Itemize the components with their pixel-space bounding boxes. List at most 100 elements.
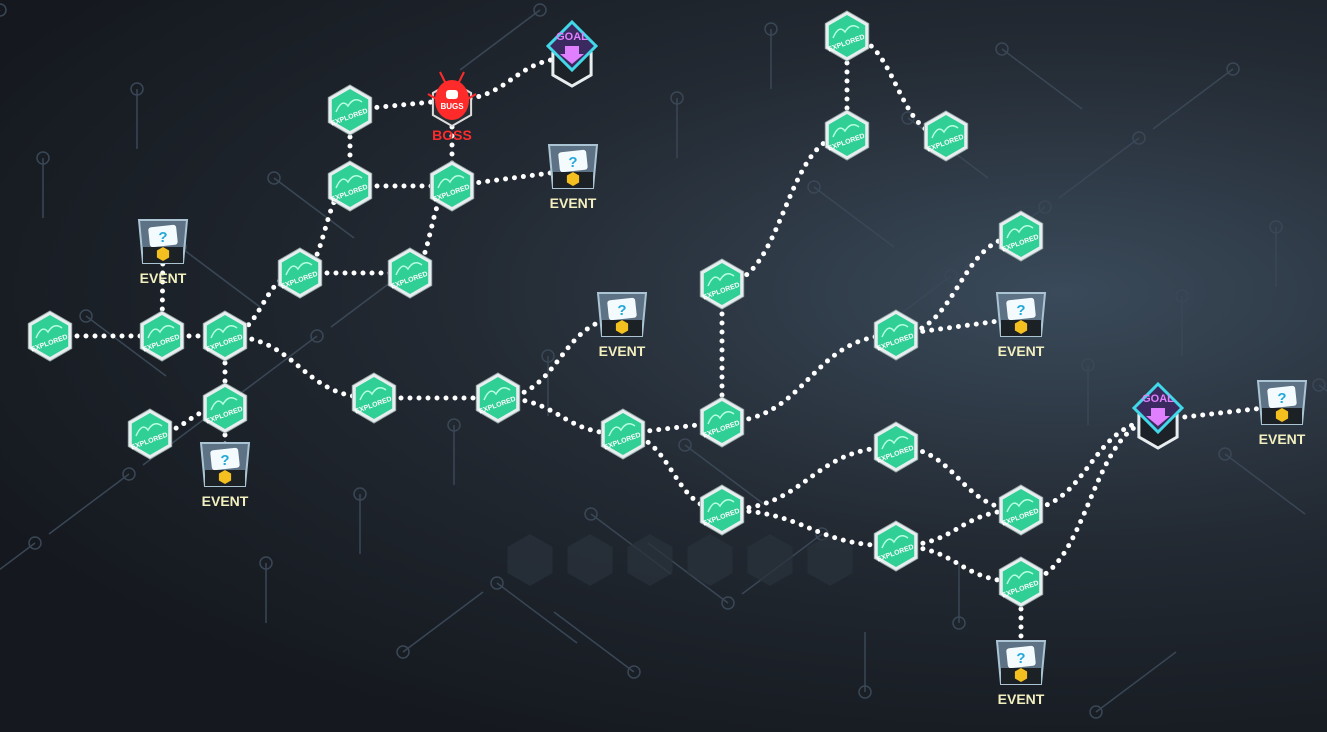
map-icon — [35, 325, 63, 339]
gem-icon — [218, 470, 232, 484]
circuit-node — [130, 82, 144, 96]
explored-node[interactable]: EXPLORED — [27, 310, 73, 362]
explored-node[interactable]: EXPLORED — [998, 484, 1044, 536]
explored-node[interactable]: EXPLORED — [387, 247, 433, 299]
explored-node[interactable]: EXPLORED — [998, 210, 1044, 262]
question-icon: ? — [1016, 650, 1025, 667]
circuit-line — [1152, 68, 1234, 130]
bug-icon — [435, 80, 469, 120]
path-n25-g2 — [1018, 417, 1161, 585]
circuit-node — [627, 665, 641, 679]
circuit-node — [310, 329, 324, 343]
background-hexagon — [807, 534, 853, 586]
circuit-line — [553, 611, 635, 673]
circuit-line — [236, 335, 318, 397]
event-node[interactable]: ?EVENT — [596, 292, 648, 359]
event-node[interactable]: ?EVENT — [137, 219, 189, 286]
goal-label: GOAL — [556, 31, 588, 43]
circuit-node — [79, 309, 93, 323]
explored-node[interactable]: EXPLORED — [327, 84, 373, 136]
circuit-line — [684, 444, 766, 506]
event-node[interactable]: ?EVENT — [1256, 380, 1308, 447]
speech-bubble-icon — [1006, 297, 1036, 321]
circuit-node — [1132, 131, 1146, 145]
map-icon — [1006, 499, 1034, 513]
explored-node[interactable]: EXPLORED — [277, 247, 323, 299]
path-n16-n23 — [719, 507, 899, 549]
map-icon — [881, 324, 909, 338]
explored-node[interactable]: EXPLORED — [127, 408, 173, 460]
background-hexagon — [747, 534, 793, 586]
explored-node[interactable]: EXPLORED — [873, 309, 919, 361]
event-node[interactable]: ?EVENT — [547, 144, 599, 211]
map-icon — [335, 99, 363, 113]
question-icon: ? — [158, 229, 167, 246]
explored-node[interactable]: EXPLORED — [139, 310, 185, 362]
circuit-line — [1224, 453, 1306, 515]
circuit-node — [447, 418, 461, 432]
map-icon — [707, 273, 735, 287]
circuit-node — [807, 180, 821, 194]
gem-icon — [615, 320, 629, 334]
explored-node[interactable]: EXPLORED — [351, 372, 397, 424]
event-node[interactable]: ?EVENT — [199, 442, 251, 509]
explored-node[interactable]: EXPLORED — [699, 396, 745, 448]
circuit-node — [1218, 447, 1232, 461]
goal-node[interactable]: GOAL — [1131, 381, 1185, 450]
map-icon — [135, 423, 163, 437]
map-icon — [335, 175, 363, 189]
circuit-line — [1318, 384, 1327, 392]
explored-node[interactable]: EXPLORED — [475, 372, 521, 424]
circuit-node — [670, 91, 684, 105]
explored-node[interactable]: EXPLORED — [699, 484, 745, 536]
path-n3-n11 — [222, 333, 377, 401]
goal-node[interactable]: GOAL — [545, 19, 599, 88]
explored-node[interactable]: EXPLORED — [429, 160, 475, 212]
explored-node[interactable]: EXPLORED — [202, 310, 248, 362]
explored-node[interactable]: EXPLORED — [873, 520, 919, 572]
explored-node[interactable]: EXPLORED — [923, 110, 969, 162]
background-hexagon — [567, 534, 613, 586]
event-label: EVENT — [998, 691, 1045, 707]
path-g2-e6 — [1155, 403, 1285, 423]
explored-node[interactable]: EXPLORED — [873, 421, 919, 473]
map-icon — [707, 411, 735, 425]
map-icon — [395, 262, 423, 276]
event-node[interactable]: ?EVENT — [995, 292, 1047, 359]
explored-node[interactable]: EXPLORED — [824, 109, 870, 161]
circuit-node — [267, 171, 281, 185]
circuit-node — [1175, 289, 1189, 303]
circuit-line — [402, 591, 484, 653]
circuit-node — [1312, 378, 1326, 392]
map-icon — [147, 325, 175, 339]
arrow-down-icon — [1146, 408, 1170, 426]
map-icon — [483, 387, 511, 401]
explored-node[interactable]: EXPLORED — [202, 382, 248, 434]
background-hexagon — [507, 534, 553, 586]
speech-bubble-icon — [148, 224, 178, 248]
circuit-node — [28, 536, 42, 550]
circuit-line — [1095, 651, 1177, 713]
map-icon — [359, 387, 387, 401]
speech-bubble-icon — [607, 297, 637, 321]
explored-node[interactable]: EXPLORED — [998, 556, 1044, 608]
explored-node[interactable]: EXPLORED — [824, 10, 870, 62]
map-icon — [832, 124, 860, 138]
circuit-node — [1081, 358, 1095, 372]
bugs-label: BUGS — [440, 102, 464, 111]
speech-bubble-icon — [1267, 385, 1297, 409]
circuit-line — [1001, 48, 1083, 110]
explored-node[interactable]: EXPLORED — [327, 160, 373, 212]
event-node[interactable]: ? EVENT — [995, 640, 1047, 707]
background-hexagon — [627, 534, 673, 586]
explored-node[interactable]: EXPLORED — [699, 258, 745, 310]
circuit-node — [541, 349, 555, 363]
circuit-node — [952, 616, 966, 630]
circuit-line — [813, 186, 895, 248]
map-icon — [1006, 571, 1034, 585]
path-n14-n18 — [719, 132, 850, 287]
explored-node[interactable]: EXPLORED — [600, 408, 646, 460]
